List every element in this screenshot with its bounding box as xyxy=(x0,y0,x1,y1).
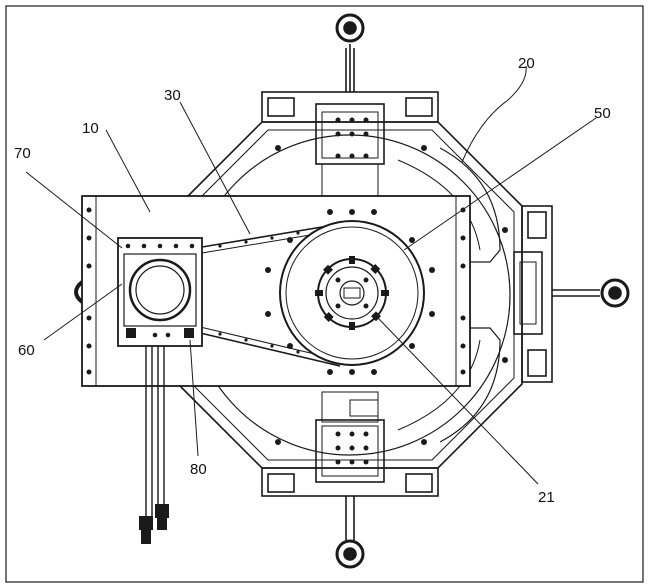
label-80: 80 xyxy=(190,461,207,478)
motor-60 xyxy=(128,258,192,322)
motor-housing-holes xyxy=(125,243,195,338)
cable-connectors xyxy=(139,504,169,544)
label-21: 21 xyxy=(538,489,555,506)
label-20: 20 xyxy=(518,55,535,72)
label-10: 10 xyxy=(82,120,99,137)
label-50: 50 xyxy=(594,105,611,122)
cables-80 xyxy=(145,346,165,518)
figure-border xyxy=(5,5,644,583)
reference-labels: 10 20 21 30 50 60 70 80 xyxy=(14,55,611,506)
leader-lines xyxy=(25,65,597,485)
label-60: 60 xyxy=(18,342,35,359)
label-30: 30 xyxy=(164,87,181,104)
label-70: 70 xyxy=(14,145,31,162)
